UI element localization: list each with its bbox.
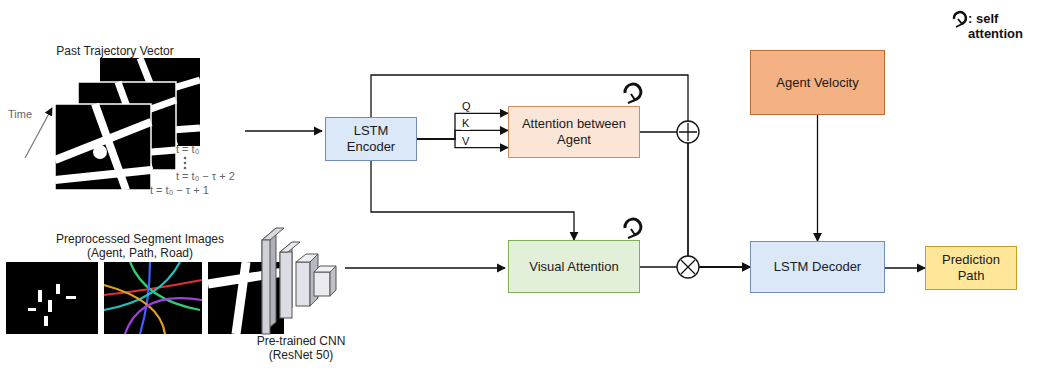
cnn-illustration <box>262 228 336 334</box>
multiply-operator <box>677 256 699 278</box>
legend-text: : self attention <box>968 11 1049 41</box>
edge-label: Q <box>461 100 472 112</box>
annotation-label: Time <box>8 108 48 121</box>
encoder-box: LSTM Encoder <box>325 117 417 161</box>
annotation-label: t = t₀ <box>176 143 256 156</box>
box-text: Visual Attention <box>529 259 618 275</box>
connector <box>371 75 750 267</box>
output-box: Prediction Path <box>925 246 1017 290</box>
connector <box>885 267 925 268</box>
connector <box>371 161 574 240</box>
annotation-label: Preprocessed Segment Images (Agent, Path… <box>40 232 240 261</box>
edge-label: K <box>461 117 470 129</box>
box-text: Attention between Agent <box>515 116 633 147</box>
segment-images <box>6 262 284 334</box>
box-text: LSTM Encoder <box>332 123 410 154</box>
annotation-label: Past Trajectory Vector <box>40 44 190 58</box>
attention-box: Visual Attention <box>508 240 640 293</box>
annotation-label: t = t₀ − τ + 2 <box>176 170 266 183</box>
add-operator <box>677 121 699 143</box>
box-text: Agent Velocity <box>776 75 858 91</box>
self-attention-icon <box>625 12 966 238</box>
input-box: Agent Velocity <box>750 50 885 115</box>
connector <box>817 115 818 241</box>
annotation-label: Pre-trained CNN (ResNet 50) <box>246 334 356 363</box>
decoder-box: LSTM Decoder <box>750 241 885 293</box>
connector <box>640 132 750 267</box>
box-text: LSTM Decoder <box>774 259 861 275</box>
annotation-label: t = t₀ − τ + 1 <box>150 184 240 197</box>
box-text: Prediction Path <box>932 252 1010 283</box>
attention-box: Attention between Agent <box>508 106 640 158</box>
edge-label: V <box>461 135 470 147</box>
